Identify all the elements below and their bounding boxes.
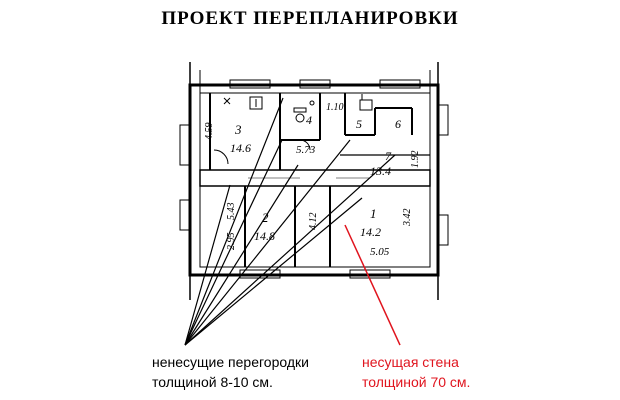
- room-1-dim1: 3.42: [402, 209, 413, 228]
- legend-nonbearing-line1: ненесущие перегородки: [152, 354, 309, 370]
- room-1-number: 1: [370, 206, 377, 221]
- room-6-number: 6: [395, 117, 401, 131]
- nonbearing-leaders: [184, 97, 396, 346]
- room-7-number: 7: [385, 149, 392, 163]
- room-3-dim: 4.59: [204, 123, 215, 141]
- room-5-number: 5: [356, 117, 362, 131]
- legend-bearing: несущая стена толщиной 70 см.: [362, 352, 470, 392]
- room-2-dim2: 2.95: [226, 233, 237, 251]
- legend-nonbearing: ненесущие перегородки толщиной 8-10 см.: [152, 352, 309, 392]
- legend-bearing-line1: несущая стена: [362, 354, 459, 370]
- legend-nonbearing-line2: толщиной 8-10 см.: [152, 374, 273, 390]
- room-3-number: 3: [234, 122, 242, 137]
- room-labels: 3 14.6 4.59 4 5 6 7 13.4 1.92 1 14.2 3.4…: [204, 102, 421, 258]
- room-2-dim1: 5.43: [226, 203, 237, 221]
- room-1-dim2: 5.05: [370, 246, 390, 258]
- bearing-wall: [199, 169, 431, 187]
- dimension-hall: 5.73: [296, 144, 316, 156]
- dimension-corridor: 4.12: [308, 213, 319, 231]
- room-3-area: 14.6: [230, 141, 251, 155]
- page-title: ПРОЕКТ ПЕРЕПЛАНИРОВКИ: [161, 8, 459, 29]
- room-7-area: 13.4: [370, 164, 391, 178]
- fixtures: [213, 94, 373, 165]
- dimension-top-mid: 1.10: [326, 102, 344, 113]
- room-7-dim: 1.92: [410, 151, 421, 169]
- legend-bearing-line2: толщиной 70 см.: [362, 374, 471, 390]
- room-4-number: 4: [306, 113, 312, 127]
- bearing-leader: [344, 224, 401, 346]
- room-1-area: 14.2: [360, 225, 381, 239]
